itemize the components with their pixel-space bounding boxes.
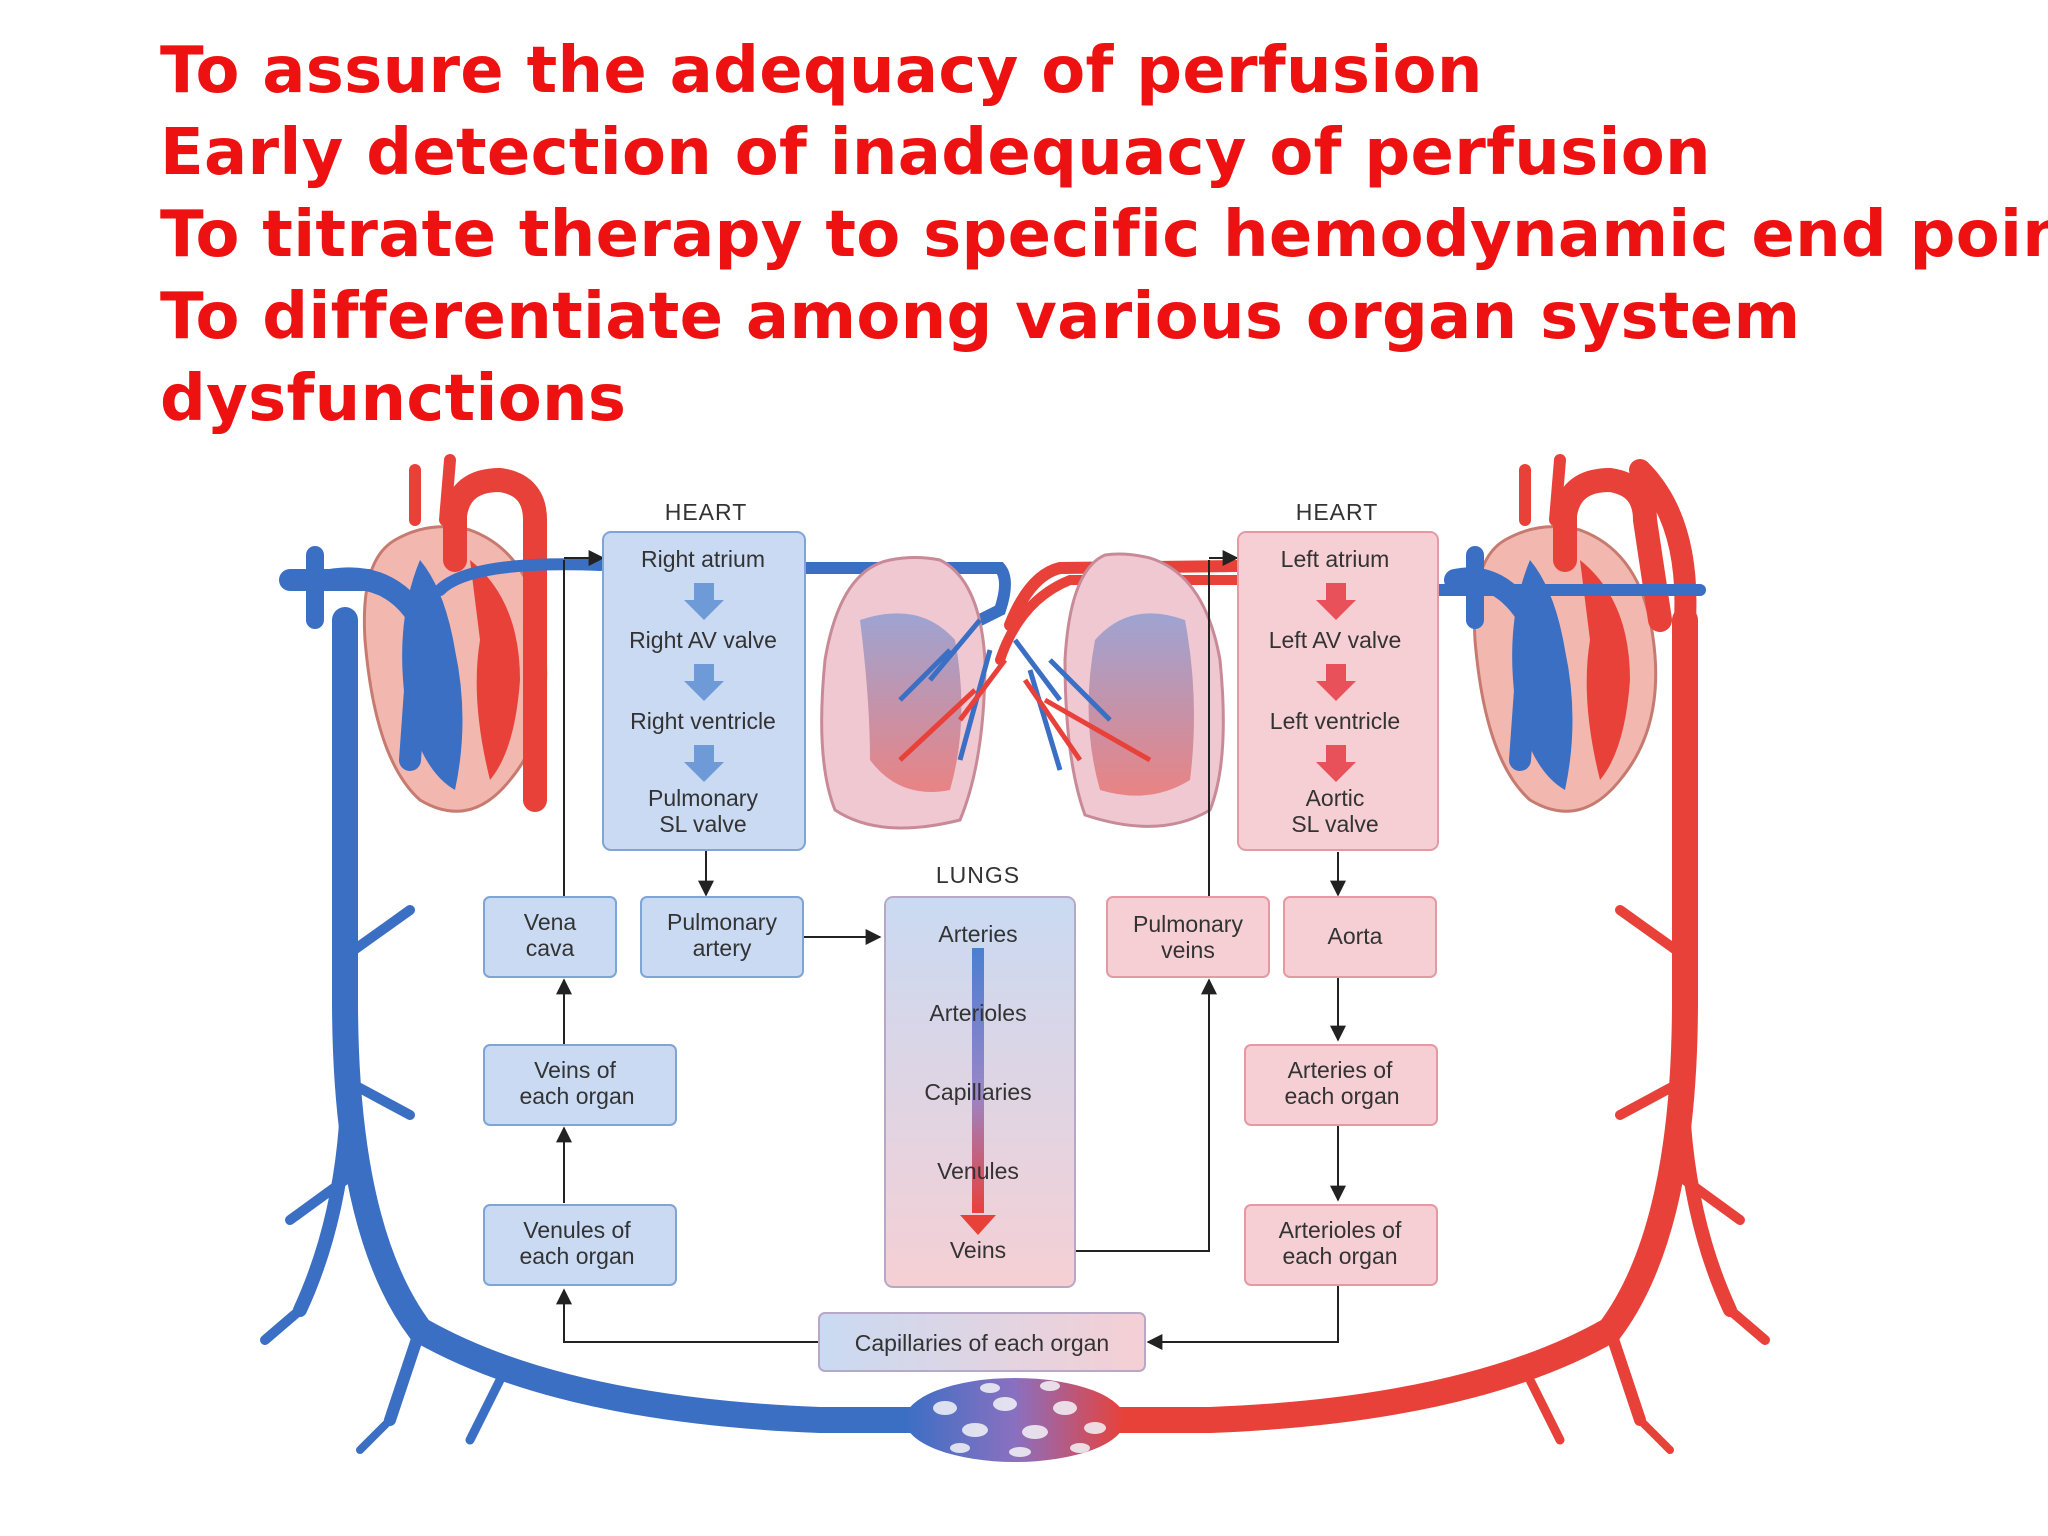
lungs-title: LUNGS: [936, 862, 1020, 888]
pulmonary-veins-box: Pulmonary veins: [1106, 896, 1270, 978]
right-ventricle-label: Right ventricle: [630, 708, 776, 734]
aorta-box: Aorta: [1283, 896, 1437, 978]
venules-organ-box: Venules of each organ: [483, 1204, 677, 1286]
lungs-step-arterioles: Arterioles: [929, 1000, 1026, 1026]
pulmonary-vessels: [434, 558, 1244, 665]
lungs-box: LUNGS Arteries Arterioles Capillaries Ve…: [884, 862, 1076, 1288]
headline-line-1: To assure the adequacy of perfusion: [160, 34, 1483, 108]
headline: To assure the adequacy of perfusion Earl…: [160, 30, 2048, 440]
arterioles-organ-box: Arterioles of each organ: [1244, 1204, 1438, 1286]
heart-title-left: HEART: [1296, 499, 1379, 525]
right-atrium-label: Right atrium: [641, 546, 765, 572]
pulmonary-veins-label-1: Pulmonary: [1133, 911, 1243, 937]
heart-illustration-left: [306, 454, 548, 813]
flow-arrow-icon: [684, 745, 724, 782]
lungs-step-arteries: Arteries: [938, 921, 1017, 947]
vena-cava-label-2: cava: [526, 935, 575, 961]
flow-connectors: [556, 550, 1346, 1350]
headline-line-2: Early detection of inadequacy of perfusi…: [160, 116, 1711, 190]
right-heart-box: HEART Right atrium Right AV valve Right …: [602, 499, 806, 851]
aortic-sl-valve-label-2: SL valve: [1291, 811, 1378, 837]
capillaries-organ-label: Capillaries of each organ: [855, 1330, 1109, 1356]
left-ventricle-label: Left ventricle: [1270, 708, 1400, 734]
vena-cava-label-1: Vena: [524, 909, 577, 935]
veins-organ-label-1: Veins of: [534, 1057, 616, 1083]
venules-organ-label-1: Venules of: [523, 1217, 631, 1243]
flow-arrow-icon: [1316, 745, 1356, 782]
arteries-organ-label-1: Arteries of: [1288, 1057, 1393, 1083]
flow-arrow-icon: [684, 664, 724, 701]
pulmonary-artery-label-2: artery: [693, 935, 752, 961]
veins-organ-box: Veins of each organ: [483, 1044, 677, 1126]
lungs-illustration: [820, 552, 1225, 830]
pulmonary-sl-valve-label-2: SL valve: [659, 811, 746, 837]
vena-cava-box: Vena cava: [483, 896, 617, 978]
flow-arrow-icon: [1316, 583, 1356, 620]
arterioles-organ-label-1: Arterioles of: [1279, 1217, 1402, 1243]
arterioles-organ-label-2: each organ: [1282, 1243, 1397, 1269]
pulmonary-sl-valve-label-1: Pulmonary: [648, 785, 758, 811]
capillaries-organ-box: Capillaries of each organ: [818, 1312, 1146, 1372]
headline-line-4: To differentiate among various organ sys…: [160, 280, 1801, 354]
aortic-sl-valve-label-1: Aortic: [1306, 785, 1365, 811]
lungs-step-veins: Veins: [950, 1237, 1006, 1263]
lungs-step-capillaries: Capillaries: [924, 1079, 1031, 1105]
lungs-step-venules: Venules: [937, 1158, 1019, 1184]
arteries-organ-label-2: each organ: [1284, 1083, 1399, 1109]
right-av-valve-label: Right AV valve: [629, 627, 777, 653]
left-atrium-label: Left atrium: [1281, 546, 1390, 572]
headline-line-5: dysfunctions: [160, 362, 627, 436]
heart-illustration-right: [1434, 454, 1706, 813]
headline-line-3: To titrate therapy to specific hemodynam…: [160, 198, 2048, 272]
venules-organ-label-2: each organ: [519, 1243, 634, 1269]
flow-arrow-icon: [684, 583, 724, 620]
pulmonary-artery-box: Pulmonary artery: [640, 896, 804, 978]
pulmonary-veins-label-2: veins: [1161, 937, 1215, 963]
left-av-valve-label: Left AV valve: [1269, 627, 1402, 653]
systemic-artery: [1067, 459, 1770, 1454]
veins-organ-label-2: each organ: [519, 1083, 634, 1109]
left-heart-box: HEART Left atrium Left AV valve Left ven…: [1237, 499, 1439, 851]
capillary-bed: [905, 1378, 1125, 1462]
heart-title-right: HEART: [665, 499, 748, 525]
aorta-label: Aorta: [1328, 923, 1383, 949]
flow-arrow-icon: [1316, 664, 1356, 701]
arteries-organ-box: Arteries of each organ: [1244, 1044, 1438, 1126]
pulmonary-artery-label-1: Pulmonary: [667, 909, 777, 935]
